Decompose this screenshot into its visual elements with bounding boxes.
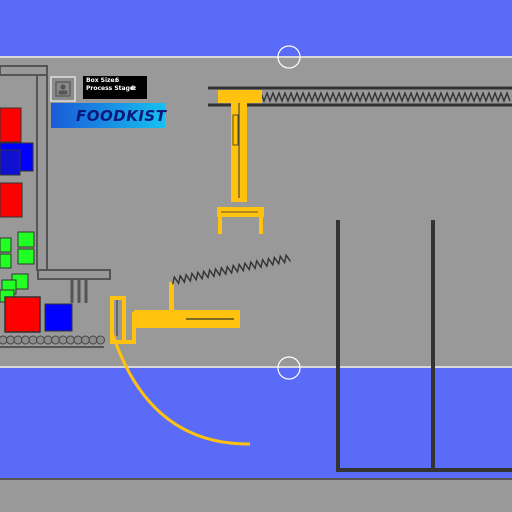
conveyor-roller bbox=[6, 335, 15, 345]
conveyor-roller bbox=[21, 335, 30, 345]
conveyor-roller bbox=[51, 335, 60, 345]
conveyor-roller bbox=[96, 335, 105, 345]
side-pusher bbox=[110, 282, 240, 344]
process-stage-value: 0 bbox=[131, 85, 135, 92]
green-box[interactable] bbox=[17, 231, 35, 248]
conveyor-roller bbox=[28, 335, 38, 345]
person-badge-icon bbox=[55, 81, 71, 97]
logo-text: FOODKIST bbox=[76, 107, 168, 125]
green-box[interactable] bbox=[17, 248, 35, 265]
green-box[interactable] bbox=[0, 253, 12, 269]
conveyor-roller bbox=[81, 335, 90, 345]
conveyor-belt bbox=[0, 335, 105, 348]
conveyor-roller bbox=[36, 335, 45, 345]
conveyor-roller bbox=[13, 335, 23, 345]
conveyor-roller bbox=[88, 335, 98, 345]
conveyor-roller bbox=[58, 335, 68, 345]
mid-marker-icon[interactable] bbox=[277, 356, 301, 380]
box-size-label: Box Size: bbox=[86, 77, 117, 84]
side-spring bbox=[172, 253, 292, 286]
conveyor-roller bbox=[66, 335, 75, 345]
logo: FOODKIST bbox=[51, 103, 168, 128]
chute-curve bbox=[111, 334, 251, 446]
settings-button[interactable] bbox=[50, 76, 76, 102]
stats-panel: Box Size: 6 Process Stage: 0 bbox=[83, 76, 147, 99]
red-box[interactable] bbox=[0, 182, 23, 218]
blue-box[interactable] bbox=[44, 303, 73, 332]
conveyor-roller bbox=[43, 335, 53, 345]
red-box[interactable] bbox=[0, 107, 22, 143]
top-marker-icon[interactable] bbox=[277, 45, 301, 69]
green-box[interactable] bbox=[0, 237, 12, 253]
top-spring bbox=[257, 91, 511, 103]
top-crane bbox=[217, 90, 264, 234]
box-stack bbox=[0, 107, 73, 333]
red-box[interactable] bbox=[4, 296, 41, 333]
conveyor-roller bbox=[0, 335, 8, 345]
top-rail bbox=[208, 86, 512, 107]
conveyor-roller bbox=[73, 335, 83, 345]
process-stage-label: Process Stage: bbox=[86, 85, 136, 92]
storage-frame bbox=[0, 65, 111, 303]
collection-bin bbox=[336, 220, 512, 472]
ground-strip bbox=[0, 478, 512, 512]
box-size-value: 6 bbox=[115, 77, 119, 84]
blue-box[interactable] bbox=[0, 149, 21, 176]
